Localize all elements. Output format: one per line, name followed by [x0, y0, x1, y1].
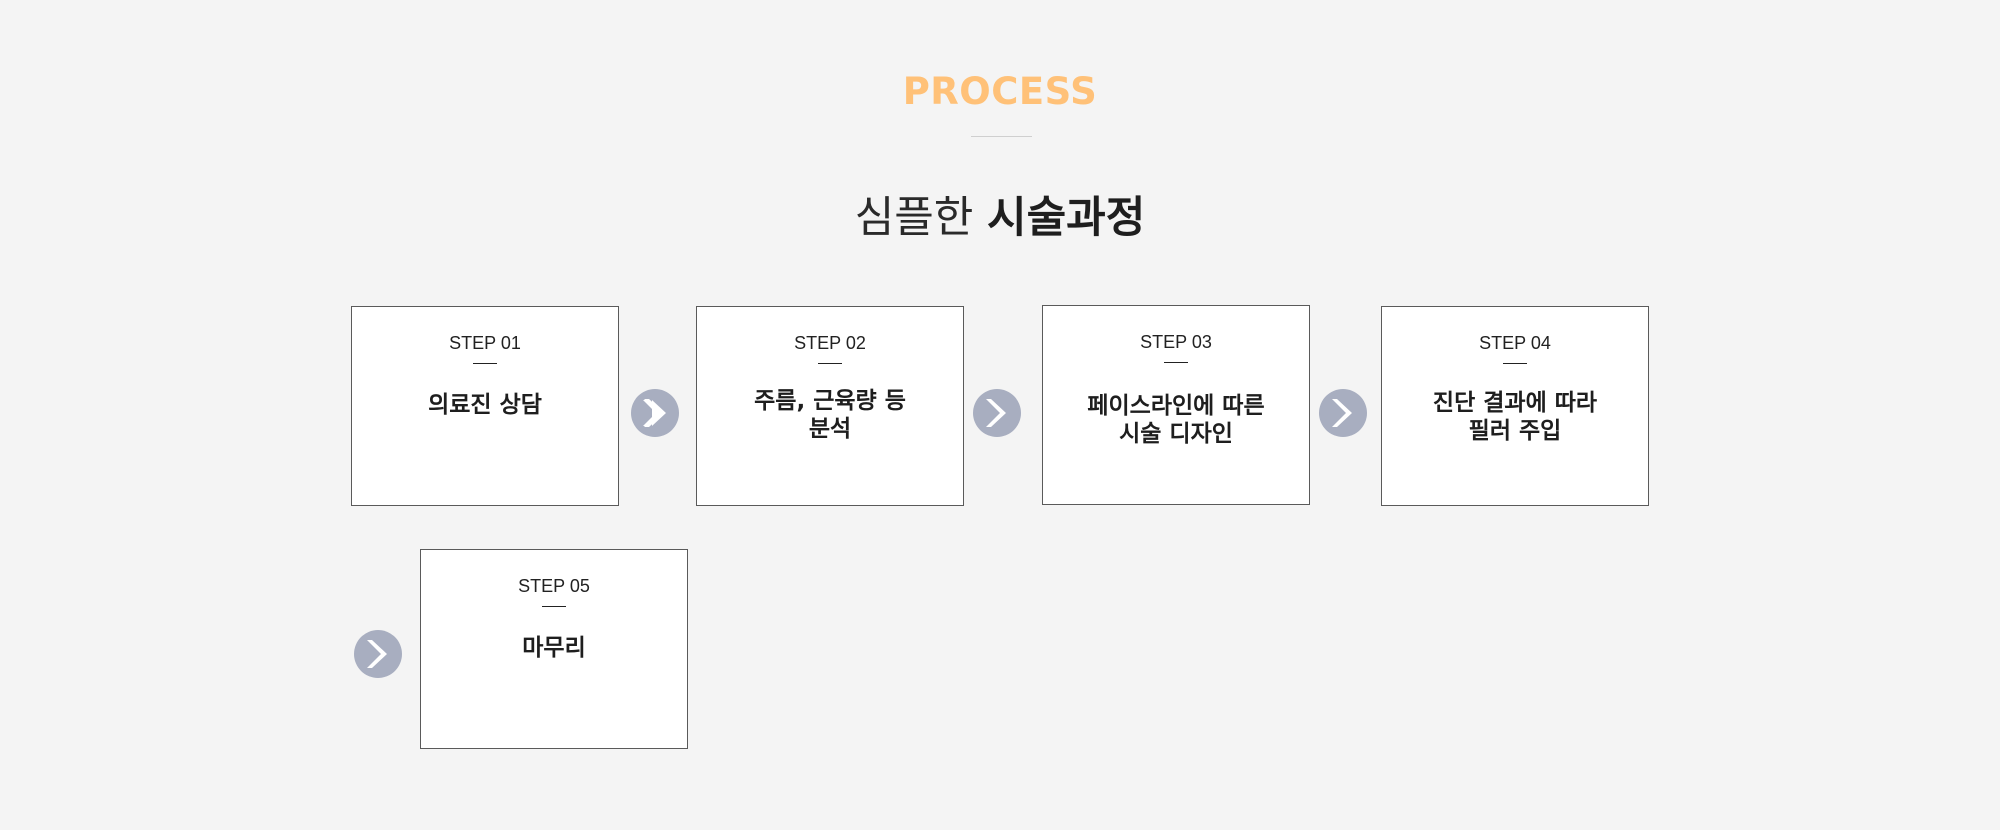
step-label: STEP 05 — [518, 576, 590, 596]
chevron-right-icon — [973, 389, 1021, 437]
step-label: STEP 02 — [794, 333, 866, 353]
section-eyebrow: PROCESS — [902, 70, 1098, 113]
step-divider — [542, 606, 566, 607]
step-title: 마무리 — [522, 635, 586, 661]
step-divider — [1503, 363, 1527, 364]
step-card-01: STEP 01 의료진 상담 — [351, 306, 619, 506]
step-title: 의료진 상담 — [428, 392, 542, 418]
step-title: 페이스라인에 따른 시술 디자인 — [1087, 393, 1265, 447]
step-divider — [818, 363, 842, 364]
section-heading: 심플한 시술과정 — [0, 190, 2000, 246]
step-card-05: STEP 05 마무리 — [420, 549, 688, 749]
step-card-03: STEP 03 페이스라인에 따른 시술 디자인 — [1042, 305, 1310, 505]
chevron-right-icon — [1319, 389, 1367, 437]
step-title: 주름, 근육량 등 분석 — [754, 388, 906, 442]
step-label: STEP 01 — [449, 333, 521, 353]
step-label: STEP 03 — [1140, 332, 1212, 352]
step-title: 진단 결과에 따라 필러 주입 — [1432, 390, 1598, 444]
step-card-04: STEP 04 진단 결과에 따라 필러 주입 — [1381, 306, 1649, 506]
chevron-right-icon — [354, 630, 402, 678]
heading-light-text: 심플한 — [854, 193, 974, 243]
step-divider — [473, 363, 497, 364]
section-divider — [971, 136, 1032, 137]
chevron-right-icon — [631, 389, 679, 437]
heading-bold-text: 시술과정 — [987, 193, 1146, 243]
step-card-02: STEP 02 주름, 근육량 등 분석 — [696, 306, 964, 506]
step-label: STEP 04 — [1479, 333, 1551, 353]
step-divider — [1164, 362, 1188, 363]
